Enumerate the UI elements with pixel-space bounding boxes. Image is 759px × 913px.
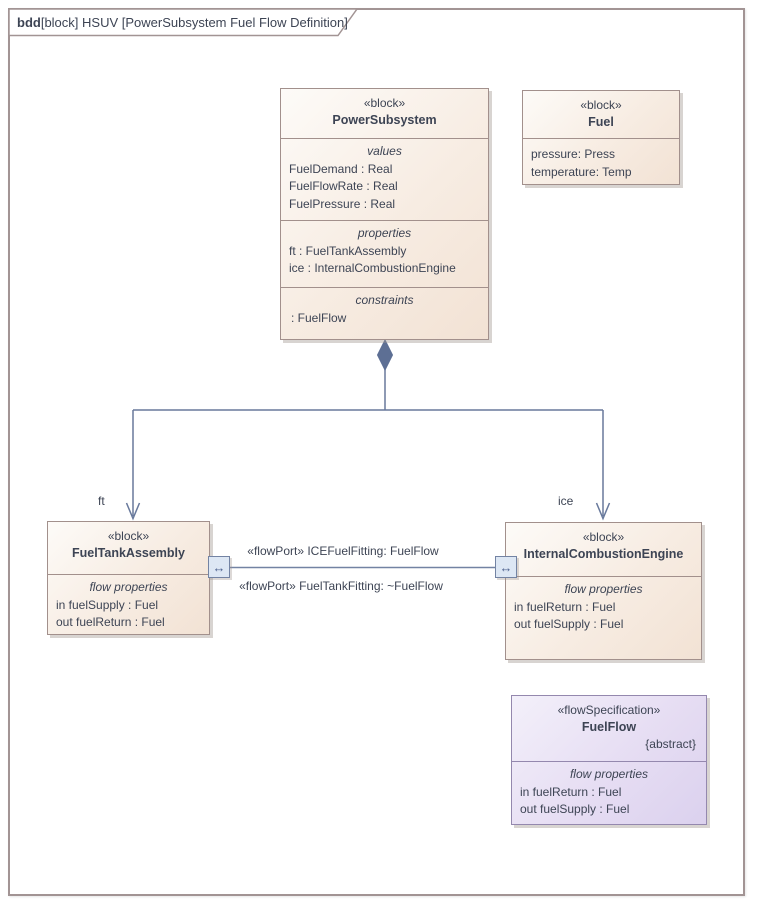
flow-properties-compartment: flow properties in fuelSupply : Fuel out… bbox=[48, 574, 209, 635]
compartment-label: flow properties bbox=[569, 767, 649, 781]
block-header: «block» FuelTankAssembly bbox=[48, 522, 209, 574]
stereotype: «block» bbox=[582, 530, 625, 544]
flowport-label-fuel-tank-fitting[interactable]: «flowPort» FuelTankFitting: ~FuelFlow bbox=[239, 579, 443, 593]
value-property: FuelFlowRate : Real bbox=[289, 179, 398, 193]
block-internal-combustion-engine[interactable]: «block» InternalCombustionEngine flow pr… bbox=[505, 522, 702, 660]
flowport-bidirectional-icon: ↔ bbox=[499, 559, 513, 575]
abstract-modifier: {abstract} bbox=[645, 737, 696, 751]
block-header: «block» InternalCombustionEngine bbox=[506, 523, 701, 576]
block-header: «block» Fuel bbox=[523, 91, 679, 138]
attribute: temperature: Temp bbox=[531, 164, 632, 179]
constraints-compartment: constraints : FuelFlow bbox=[281, 287, 488, 339]
frame-title: bdd[block] HSUV [PowerSubsystem Fuel Flo… bbox=[17, 10, 348, 35]
block-fuel[interactable]: «block» Fuel pressure: Press temperature… bbox=[522, 90, 680, 185]
value-property: FuelDemand : Real bbox=[289, 161, 393, 176]
arrowhead-ice bbox=[595, 502, 611, 521]
compartment-label: flow properties bbox=[89, 580, 168, 594]
composition-connector-trunk[interactable] bbox=[132, 368, 604, 516]
stereotype: «flowSpecification» bbox=[557, 703, 661, 717]
block-fuel-flow[interactable]: «flowSpecification» FuelFlow {abstract} … bbox=[511, 695, 707, 825]
flow-properties-compartment: flow properties in fuelReturn : Fuel out… bbox=[506, 576, 701, 660]
role-label-ft[interactable]: ft bbox=[98, 494, 105, 508]
values-compartment: values FuelDemand : Real FuelFlowRate : … bbox=[281, 138, 488, 220]
compartment-label: values bbox=[367, 144, 402, 158]
flow-property: in fuelSupply : Fuel bbox=[56, 597, 159, 612]
stereotype: «block» bbox=[363, 96, 406, 110]
flowport-ice-fuel-fitting[interactable]: ↔ bbox=[495, 556, 517, 578]
block-fuel-tank-assembly[interactable]: «block» FuelTankAssembly flow properties… bbox=[47, 521, 210, 635]
frame-title-tab bbox=[8, 8, 359, 37]
flow-property: out fuelReturn : Fuel bbox=[56, 615, 165, 629]
compartment-label: properties bbox=[357, 226, 412, 240]
flow-property: out fuelSupply : Fuel bbox=[514, 617, 624, 631]
part-property: ice : InternalCombustionEngine bbox=[289, 261, 456, 275]
attribute: pressure: Press bbox=[531, 147, 616, 161]
flowport-label-ice-fuel-fitting[interactable]: «flowPort» ICEFuelFitting: FuelFlow bbox=[247, 544, 439, 558]
flow-properties-compartment: flow properties in fuelReturn : Fuel out… bbox=[512, 761, 706, 825]
value-property: FuelPressure : Real bbox=[289, 196, 396, 211]
frame-title-text: [block] HSUV [PowerSubsystem Fuel Flow D… bbox=[40, 15, 348, 30]
block-header: «flowSpecification» FuelFlow {abstract} bbox=[512, 696, 706, 761]
compartment-label: flow properties bbox=[564, 582, 643, 596]
composition-diamond bbox=[376, 338, 394, 372]
stereotype: «block» bbox=[107, 529, 150, 543]
part-property: ft : FuelTankAssembly bbox=[289, 243, 407, 258]
compartment-label: constraints bbox=[355, 293, 414, 307]
role-label-ice[interactable]: ice bbox=[558, 494, 574, 508]
properties-compartment: properties ft : FuelTankAssembly ice : I… bbox=[281, 220, 488, 287]
flow-property: in fuelReturn : Fuel bbox=[520, 784, 622, 799]
flowport-fuel-tank-fitting[interactable]: ↔ bbox=[208, 556, 230, 578]
frame-keyword: bdd bbox=[17, 15, 41, 30]
block-name: FuelFlow bbox=[581, 720, 637, 734]
flow-property: in fuelReturn : Fuel bbox=[514, 599, 616, 614]
stereotype: «block» bbox=[580, 98, 622, 112]
block-power-subsystem[interactable]: «block» PowerSubsystem values FuelDemand… bbox=[280, 88, 489, 340]
block-name: Fuel bbox=[588, 115, 614, 129]
attributes-compartment: pressure: Press temperature: Temp bbox=[523, 138, 679, 185]
flowport-bidirectional-icon: ↔ bbox=[212, 559, 226, 575]
block-name: FuelTankAssembly bbox=[71, 546, 185, 560]
block-name: PowerSubsystem bbox=[332, 113, 437, 127]
constraint-property: : FuelFlow bbox=[291, 310, 347, 325]
flow-property: out fuelSupply : Fuel bbox=[520, 802, 630, 816]
block-name: InternalCombustionEngine bbox=[523, 547, 684, 561]
block-header: «block» PowerSubsystem bbox=[281, 89, 488, 138]
arrowhead-ft bbox=[125, 502, 141, 521]
